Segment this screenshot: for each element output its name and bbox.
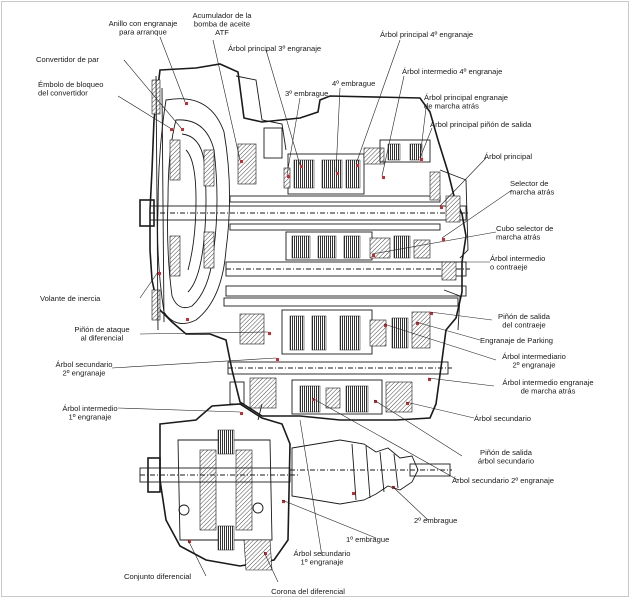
housing-outline xyxy=(149,63,467,421)
label-line: Árbol intermediario xyxy=(502,352,566,361)
label-line: de marcha atrás xyxy=(424,101,479,110)
label-arbol-secundario-2-right: Árbol secundario 2º engranaje xyxy=(452,476,554,485)
upper-clutch-packs xyxy=(283,139,441,201)
label-line: marcha atrás xyxy=(510,187,555,196)
lower-clutch-packs xyxy=(239,309,431,355)
label-line: Convertidor de par xyxy=(36,55,99,64)
label-line: de marcha atrás xyxy=(521,386,576,395)
secondary-clutches xyxy=(249,377,413,415)
label-engranaje-parking: Engranaje de Parking xyxy=(480,336,553,345)
label-line: ATF xyxy=(215,28,229,37)
label-line: al diferencial xyxy=(81,333,124,342)
label-line: Piñón de salida xyxy=(498,312,551,321)
label-line: Árbol intermedio xyxy=(62,404,117,413)
label-line: marcha atrás xyxy=(496,232,541,241)
label-line: Árbol principal 4º engranaje xyxy=(380,30,473,39)
label-primer-embrague: 1º embrague xyxy=(346,535,389,544)
label-convertidor-par: Convertidor de par xyxy=(36,55,99,64)
label-line: Piñón de salida xyxy=(480,448,533,457)
label-line: árbol secundario xyxy=(478,456,534,465)
transmission-drawing xyxy=(139,63,470,571)
label-line: 2º engranaje xyxy=(63,368,106,377)
label-line: Árbol principal xyxy=(484,152,532,161)
label-line: o contraeje xyxy=(490,262,528,271)
label-corona-diferencial: Corona del diferencial xyxy=(271,587,345,596)
label-line: del contraeje xyxy=(502,320,545,329)
label-line: Árbol principal 3º engranaje xyxy=(228,44,321,53)
label-segundo-embrague: 2º embrague xyxy=(414,516,457,525)
label-line: Árbol principal engranaje xyxy=(424,93,508,102)
leader-lines xyxy=(111,36,513,583)
label-line: Acumulador de la xyxy=(192,11,252,20)
label-arbol-principal-4: Árbol principal 4º engranaje xyxy=(380,30,473,39)
label-line: bomba de aceite xyxy=(194,19,250,28)
middle-clutch-packs xyxy=(285,231,431,261)
label-line: 1º engranaje xyxy=(301,557,344,566)
label-volante: Volante de inercia xyxy=(40,294,101,303)
label-line: 1º engranaje xyxy=(69,412,112,421)
label-line: Árbol principal piñón de salida xyxy=(430,120,532,129)
label-line: Anillo con engranaje xyxy=(109,19,178,28)
label-line: Engranaje de Parking xyxy=(480,336,553,345)
cv-joint xyxy=(290,439,452,505)
label-line: 2º embrague xyxy=(414,516,457,525)
label-conjunto-diferencial: Conjunto diferencial xyxy=(124,572,191,581)
label-line: Corona del diferencial xyxy=(271,587,345,596)
label-line: Árbol secundario 2º engranaje xyxy=(452,476,554,485)
label-line: Émbolo de bloqueo xyxy=(38,80,103,89)
label-arbol-principal: Árbol principal xyxy=(484,152,532,161)
label-line: Árbol intermedio xyxy=(490,254,545,263)
label-line: Árbol secundario xyxy=(294,549,351,558)
label-line: Árbol intermedio 4º engranaje xyxy=(402,67,502,76)
label-arbol-intermedio-4: Árbol intermedio 4º engranaje xyxy=(402,67,502,76)
converter-bell xyxy=(157,98,231,325)
label-cuarto-embrague: 4º embrague xyxy=(332,79,375,88)
label-line: Volante de inercia xyxy=(40,294,101,303)
label-line: Cubo selector de xyxy=(496,224,553,233)
label-line: 2º engranaje xyxy=(513,360,556,369)
label-line: 1º embrague xyxy=(346,535,389,544)
label-line: 3º embrague xyxy=(285,89,328,98)
label-line: Árbol secundario xyxy=(474,414,531,423)
label-line: 4º embrague xyxy=(332,79,375,88)
differential xyxy=(139,403,300,571)
label-arbol-principal-3: Árbol principal 3º engranaje xyxy=(228,44,321,53)
label-line: del convertidor xyxy=(38,88,88,97)
label-line: Piñón de ataque xyxy=(74,325,129,334)
label-line: Árbol secundario xyxy=(56,360,113,369)
label-line: Árbol intermedio engranaje xyxy=(502,378,593,387)
label-tercer-embrague: 3º embrague xyxy=(285,89,328,98)
label-line: Selector de xyxy=(510,179,548,188)
label-line: para arranque xyxy=(119,27,167,36)
label-line: Conjunto diferencial xyxy=(124,572,191,581)
label-arbol-principal-pinon: Árbol principal piñón de salida xyxy=(430,120,532,129)
label-arbol-secundario: Árbol secundario xyxy=(474,414,531,423)
